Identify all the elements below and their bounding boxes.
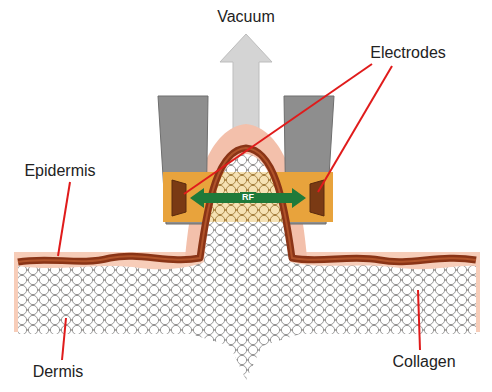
dermis-cells [18, 154, 476, 380]
leader-line [418, 290, 420, 350]
leader-line [318, 66, 392, 192]
electrode-left [172, 180, 186, 216]
part-label: Dermis [33, 363, 84, 381]
part-label: Electrodes [370, 44, 446, 62]
part-label: Vacuum [217, 8, 275, 26]
epidermis-layer [18, 148, 476, 262]
leader-line [58, 182, 70, 256]
leader-line [62, 318, 66, 360]
leader-line [184, 64, 372, 194]
signal-label: RF [240, 192, 256, 202]
part-label: Collagen [392, 353, 455, 371]
rf-arrow [190, 188, 306, 208]
part-label: Epidermis [24, 162, 95, 180]
epidermis-highlight [18, 148, 476, 262]
